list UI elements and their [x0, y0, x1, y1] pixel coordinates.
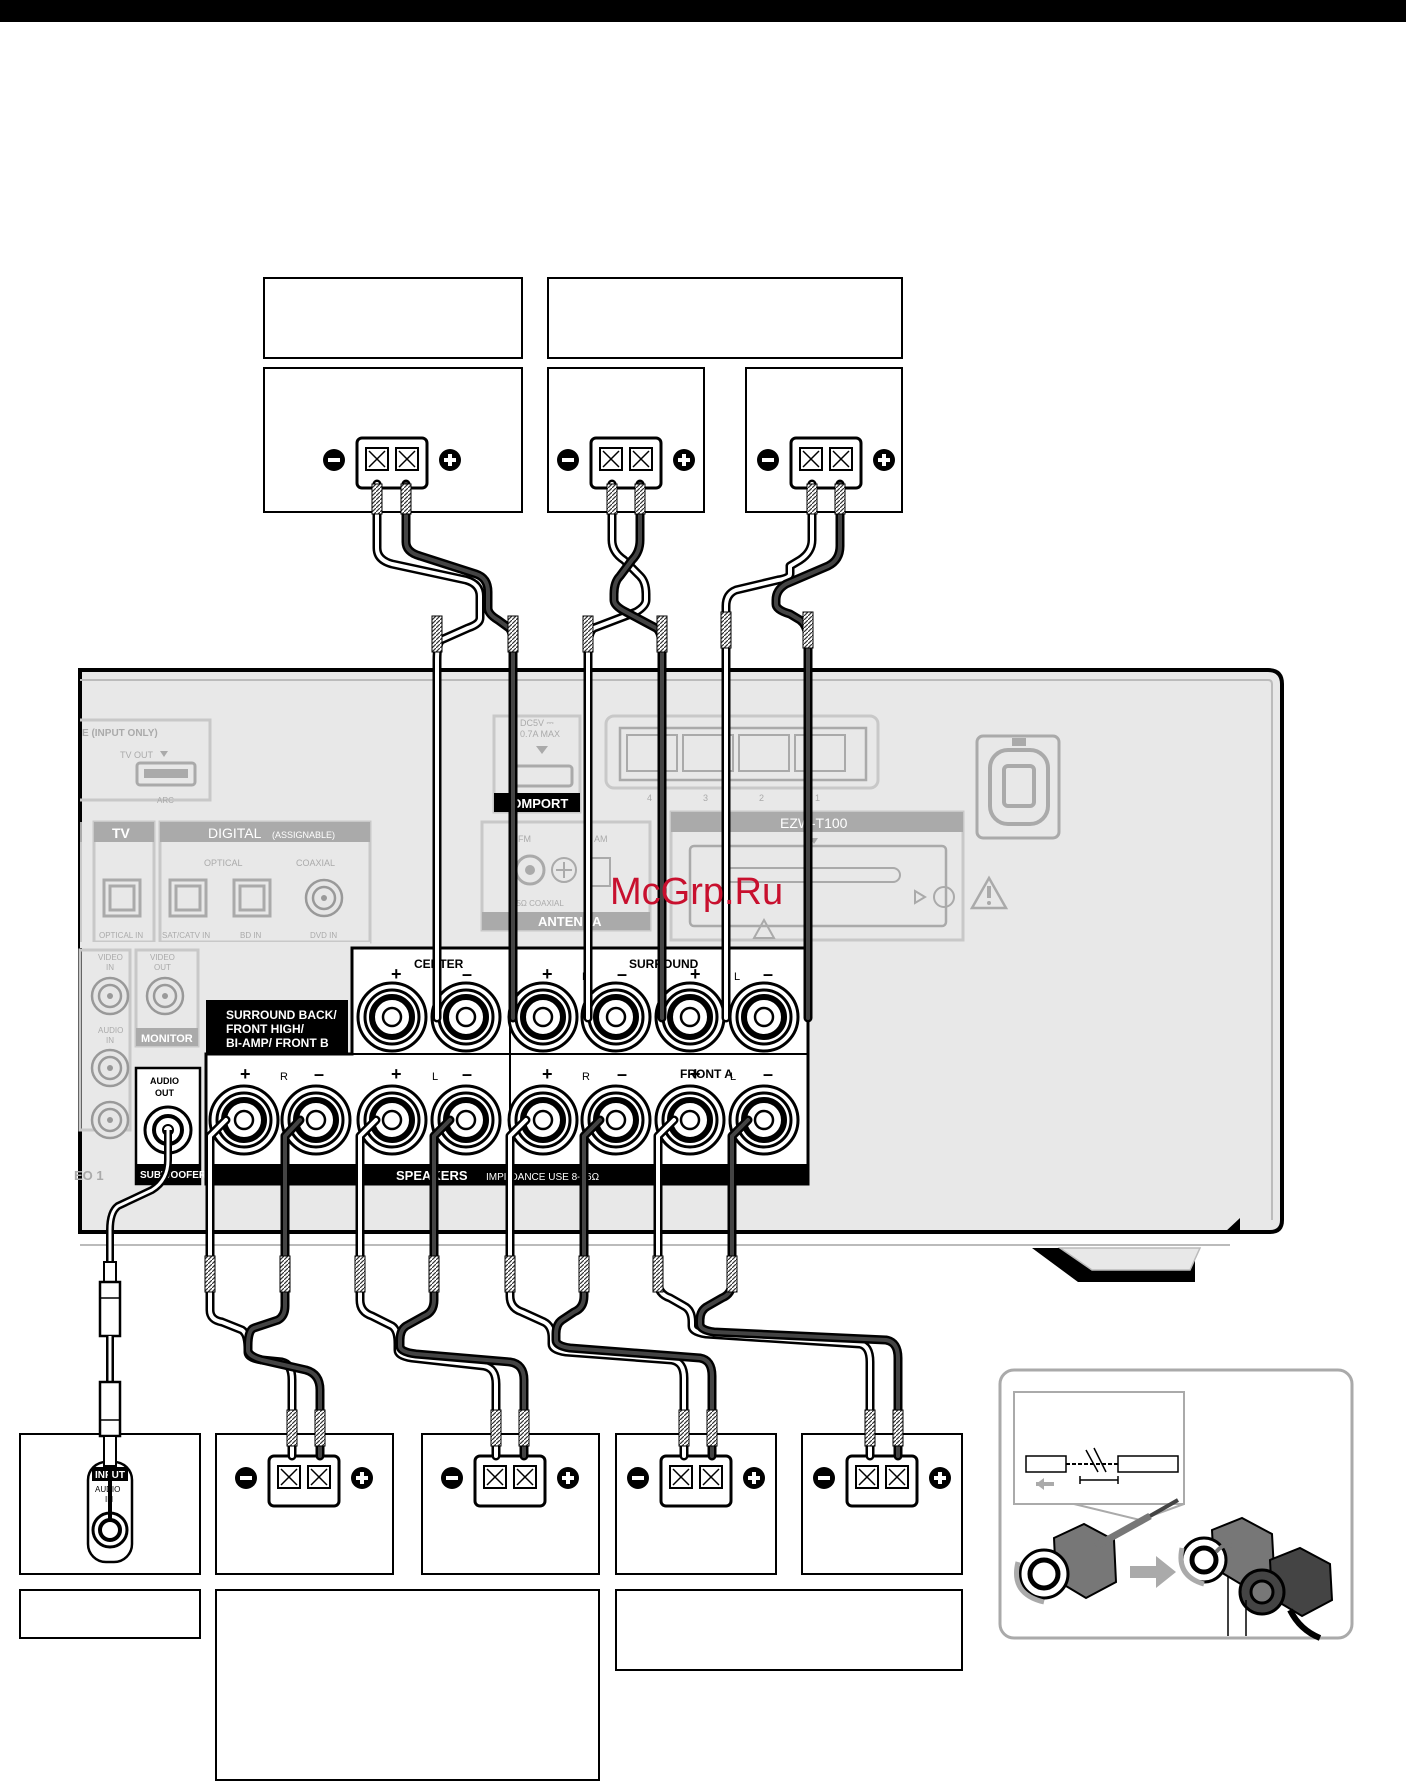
sb-label-box	[215, 1589, 600, 1781]
svg-text:AUDIO: AUDIO	[98, 1026, 123, 1035]
svg-text:1: 1	[815, 793, 820, 803]
surround-r-plus-terminal	[509, 983, 577, 1051]
svg-text:R: R	[582, 1071, 590, 1083]
svg-text:R: R	[280, 1071, 288, 1083]
front-r-minus-terminal	[582, 1086, 650, 1154]
svg-text:DMPORT: DMPORT	[512, 796, 568, 811]
svg-text:SURROUND BACK/: SURROUND BACK/	[226, 1008, 337, 1022]
svg-text:0.7A MAX: 0.7A MAX	[520, 729, 560, 739]
svg-text:OUT: OUT	[154, 963, 171, 972]
front-l-minus-terminal	[730, 1086, 798, 1154]
svg-text:FM: FM	[518, 834, 531, 844]
svg-text:IN: IN	[106, 963, 114, 972]
center-minus-terminal	[432, 983, 500, 1051]
subwoofer-cable	[98, 1130, 172, 1520]
svg-text:–: –	[763, 1064, 773, 1084]
svg-text:IN: IN	[106, 1036, 114, 1045]
svg-text:2: 2	[759, 793, 764, 803]
svg-text:+: +	[690, 964, 701, 984]
svg-text:BD IN: BD IN	[240, 931, 262, 940]
svg-text:L: L	[432, 1071, 438, 1083]
svg-text:FRONT A: FRONT A	[680, 1067, 733, 1081]
svg-text:SAT/CATV IN: SAT/CATV IN	[162, 931, 210, 940]
svg-text:BI-AMP/ FRONT B: BI-AMP/ FRONT B	[226, 1036, 329, 1050]
svg-text:EZW-T100: EZW-T100	[780, 815, 848, 831]
front-l-plus-terminal	[656, 1086, 724, 1154]
cable-prep-inset	[998, 1368, 1354, 1641]
svg-text:IMPEDANCE USE 8-16Ω: IMPEDANCE USE 8-16Ω	[486, 1172, 600, 1183]
surround-speaker-label-box	[547, 277, 903, 359]
front-label-box	[615, 1589, 963, 1671]
svg-text:VIDEO: VIDEO	[150, 953, 175, 962]
svg-text:(ASSIGNABLE): (ASSIGNABLE)	[272, 830, 335, 840]
svg-text:L: L	[730, 1071, 736, 1083]
sb-l-minus-terminal	[432, 1086, 500, 1154]
svg-text:OPTICAL IN: OPTICAL IN	[99, 931, 143, 940]
svg-text:AUDIO: AUDIO	[95, 1485, 120, 1494]
digital-section: TV DIGITAL (ASSIGNABLE) OPTICAL COAXIAL …	[80, 820, 372, 948]
svg-text:COAXIAL: COAXIAL	[296, 858, 335, 868]
svg-text:–: –	[617, 1064, 627, 1084]
watermark: McGrp.Ru	[610, 871, 783, 913]
center-speaker-label-box	[263, 277, 523, 359]
svg-text:4: 4	[647, 793, 652, 803]
svg-text:AM: AM	[594, 834, 608, 844]
video-monitor-section: VIDEO IN AUDIO IN VIDEO OUT MONITOR EO 1	[74, 948, 200, 1183]
svg-text:OUT: OUT	[155, 1088, 175, 1098]
svg-text:–: –	[462, 964, 472, 984]
svg-text:+: +	[240, 1064, 251, 1084]
subwoofer-label-box	[19, 1589, 201, 1639]
ac-inlet	[975, 734, 1061, 840]
svg-text:ARC: ARC	[157, 796, 174, 805]
svg-text:TV OUT: TV OUT	[120, 750, 154, 760]
svg-text:+: +	[542, 964, 553, 984]
center-plus-terminal	[358, 983, 426, 1051]
sb-l-plus-terminal	[358, 1086, 426, 1154]
svg-text:DC5V ⎓: DC5V ⎓	[520, 718, 554, 728]
svg-text:+: +	[391, 964, 402, 984]
svg-text:–: –	[314, 1064, 324, 1084]
svg-text:E (INPUT ONLY): E (INPUT ONLY)	[82, 728, 158, 739]
svg-text:EO 1: EO 1	[74, 1168, 104, 1183]
receiver-rear-panel: E (INPUT ONLY) TV OUT ARC DC5V ⎓ 0.7A MA…	[74, 668, 1284, 1282]
svg-text:MONITOR: MONITOR	[141, 1033, 193, 1045]
svg-text:–: –	[617, 964, 627, 984]
svg-text:ANTENNA: ANTENNA	[538, 914, 602, 929]
wire-ends	[204, 483, 904, 1447]
svg-text:–: –	[763, 964, 773, 984]
svg-text:DIGITAL: DIGITAL	[208, 825, 262, 841]
svg-text:TV: TV	[112, 825, 131, 841]
svg-text:+: +	[391, 1064, 402, 1084]
svg-text:AUDIO: AUDIO	[150, 1076, 179, 1086]
svg-text:OPTICAL: OPTICAL	[204, 858, 243, 868]
svg-text:+: +	[690, 1064, 701, 1084]
hdmi-section: E (INPUT ONLY) TV OUT ARC	[80, 718, 212, 805]
svg-text:L: L	[734, 971, 740, 983]
svg-text:FRONT HIGH/: FRONT HIGH/	[226, 1022, 305, 1036]
header-bar	[0, 0, 1406, 22]
svg-text:DVD IN: DVD IN	[310, 931, 337, 940]
sb-r-minus-terminal	[282, 1086, 350, 1154]
svg-text:3: 3	[703, 793, 708, 803]
lan-switch-section: 4 3 2 1	[604, 714, 880, 803]
svg-text:75Ω COAXIAL: 75Ω COAXIAL	[512, 899, 564, 908]
front-r-plus-terminal	[509, 1086, 577, 1154]
svg-text:VIDEO: VIDEO	[98, 953, 123, 962]
dmport-port	[512, 764, 574, 788]
svg-text:+: +	[542, 1064, 553, 1084]
surround-l-minus-terminal	[730, 983, 798, 1051]
svg-text:–: –	[462, 1064, 472, 1084]
svg-text:SUBWOOFER: SUBWOOFER	[140, 1170, 207, 1181]
